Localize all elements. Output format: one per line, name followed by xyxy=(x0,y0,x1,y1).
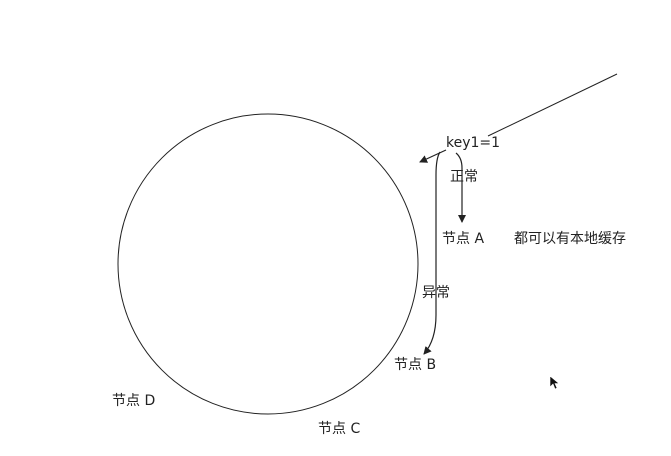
normal-path-arrow xyxy=(455,152,466,223)
node-a-label: 节点 A xyxy=(442,231,485,247)
key-label: key1=1 xyxy=(446,135,501,151)
node-b-label: 节点 B xyxy=(394,357,437,373)
node-c-label: 节点 C xyxy=(318,421,361,437)
hash-ring xyxy=(117,113,419,415)
key-incoming-line xyxy=(487,73,618,137)
key-to-ring-arrow xyxy=(419,149,447,163)
node-d-label: 节点 D xyxy=(112,393,156,409)
abnormal-label: 异常 xyxy=(422,285,450,301)
normal-label: 正常 xyxy=(450,169,478,185)
abnormal-path-arrow xyxy=(423,151,441,355)
cache-note: 都可以有本地缓存 xyxy=(514,231,626,247)
mouse-pointer-icon xyxy=(550,376,560,390)
